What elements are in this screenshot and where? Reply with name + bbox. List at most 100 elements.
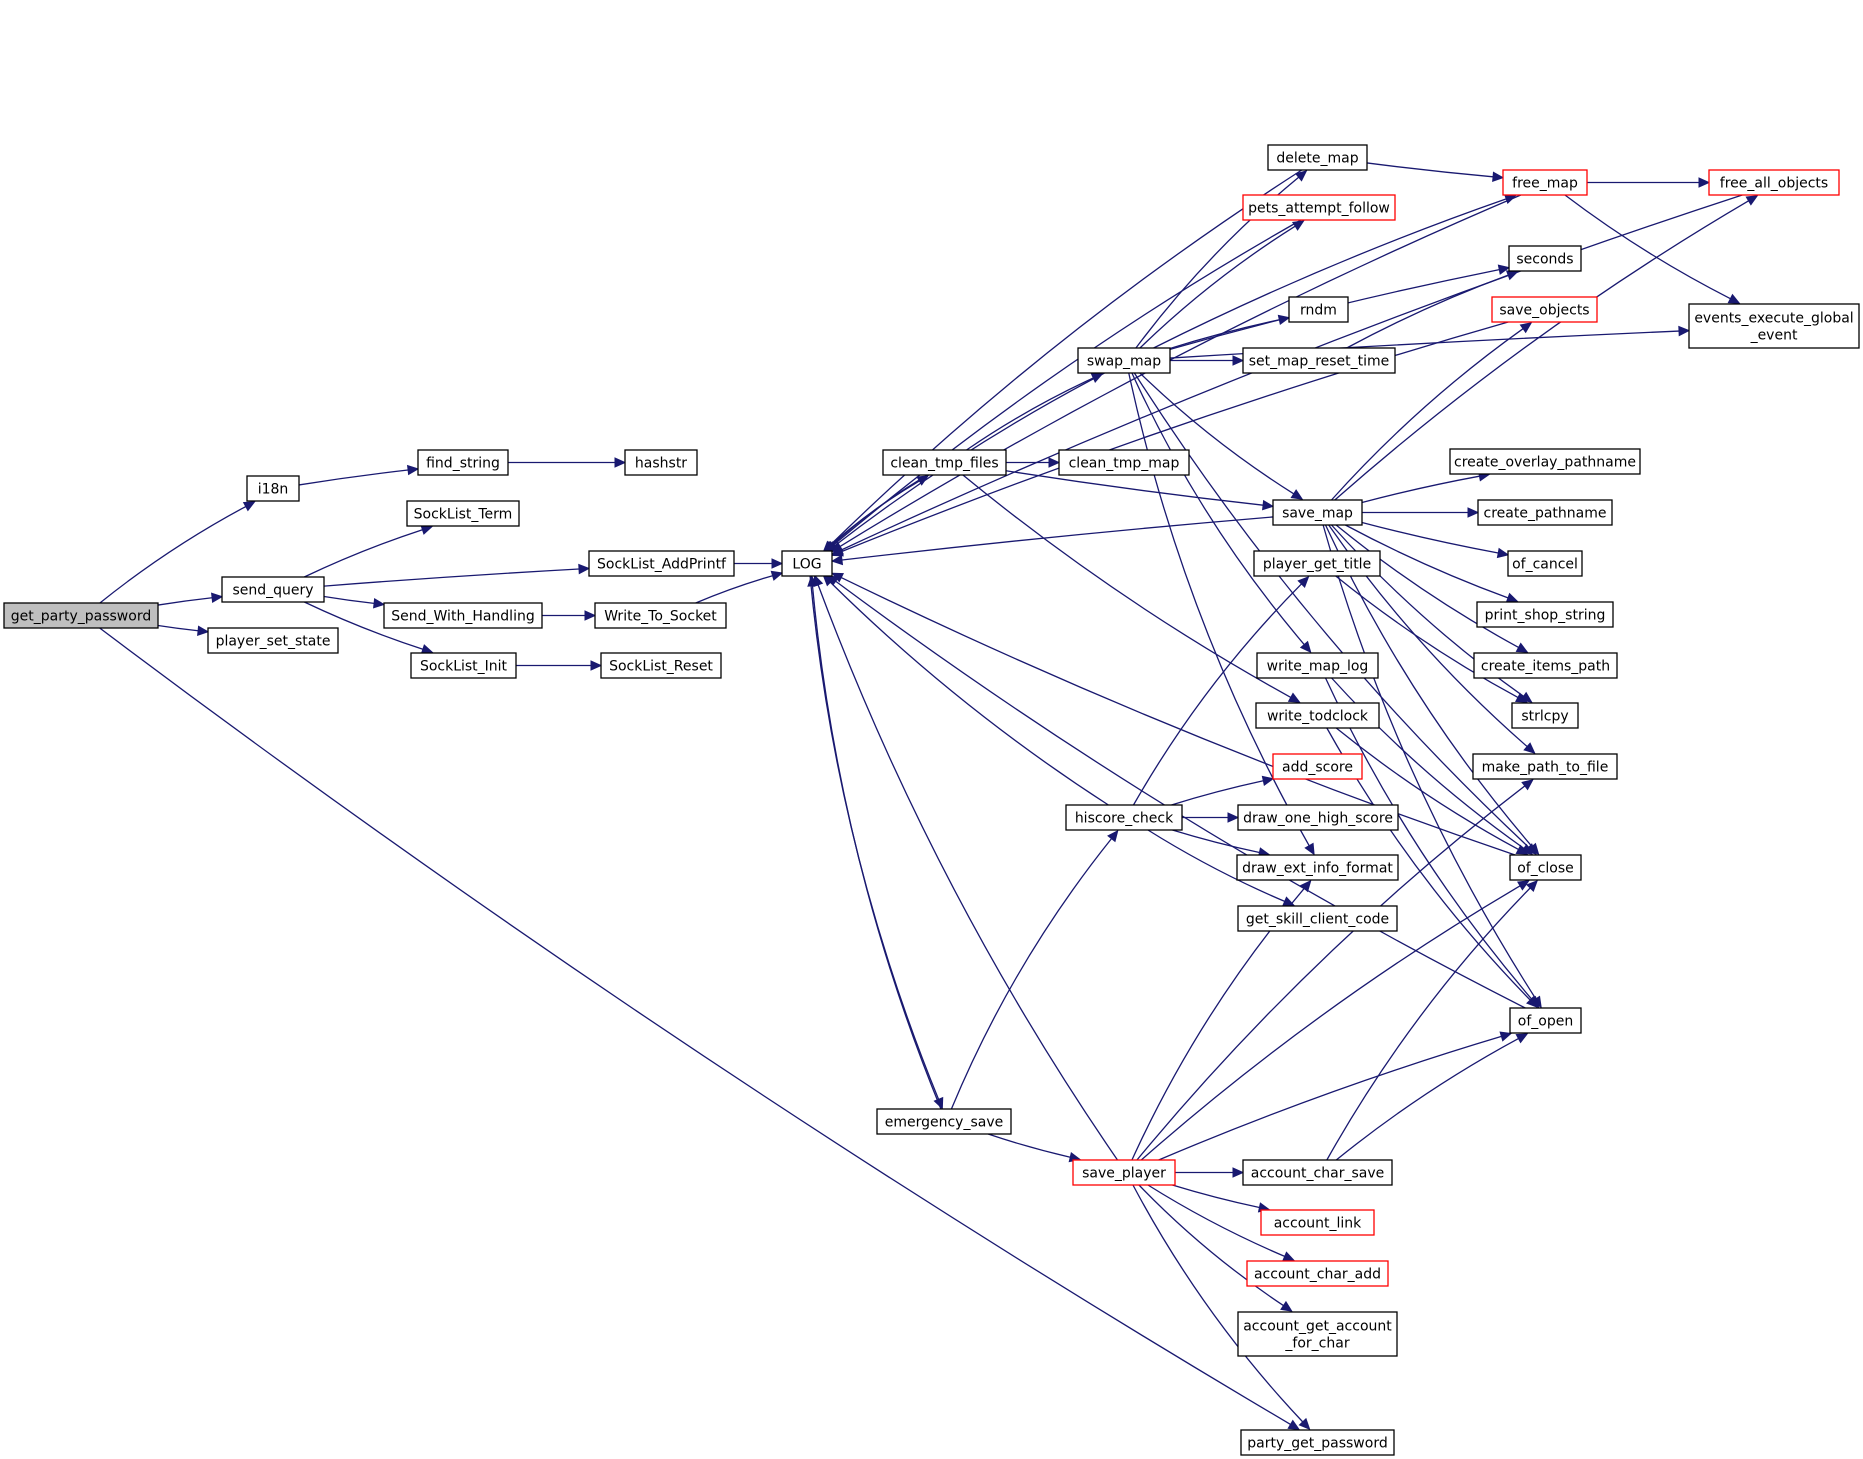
node-box[interactable] — [1502, 169, 1588, 196]
node-strlcpy[interactable]: strlcpy — [1511, 702, 1579, 729]
node-box[interactable] — [1688, 303, 1860, 349]
node-box[interactable] — [1509, 1007, 1582, 1034]
node-box[interactable] — [1508, 245, 1582, 272]
node-box[interactable] — [221, 576, 325, 603]
node-box[interactable] — [1077, 347, 1171, 374]
node-box[interactable] — [1236, 854, 1399, 881]
node-socklist-reset[interactable]: SockList_Reset — [600, 652, 722, 679]
node-create-items-path[interactable]: create_items_path — [1473, 652, 1618, 679]
node-box[interactable] — [406, 500, 520, 527]
node-draw-ext-info-format[interactable]: draw_ext_info_format — [1236, 854, 1399, 881]
node-box[interactable] — [1058, 449, 1190, 476]
node-box[interactable] — [3, 602, 159, 629]
node-box[interactable] — [1256, 652, 1379, 679]
node-box[interactable] — [1242, 347, 1396, 374]
node-box[interactable] — [383, 602, 543, 629]
node-account-link[interactable]: account_link — [1260, 1209, 1375, 1236]
node-box[interactable] — [876, 1108, 1012, 1135]
node-box[interactable] — [1288, 296, 1349, 323]
node-socklist-init[interactable]: SockList_Init — [410, 652, 517, 679]
node-box[interactable] — [594, 602, 727, 629]
node-box[interactable] — [1491, 296, 1598, 323]
node-box[interactable] — [1272, 499, 1363, 526]
node-make-path-to-file[interactable]: make_path_to_file — [1472, 753, 1618, 780]
node-account-get-account-for-char[interactable]: account_get_account_for_char — [1237, 1311, 1398, 1357]
node-box[interactable] — [1708, 169, 1840, 196]
node-clean-tmp-files[interactable]: clean_tmp_files — [882, 449, 1007, 476]
node-box[interactable] — [781, 550, 833, 577]
node-box[interactable] — [1237, 1311, 1398, 1357]
node-of-cancel[interactable]: of_cancel — [1507, 550, 1583, 577]
node-box[interactable] — [1242, 194, 1396, 221]
node-write-todclock[interactable]: write_todclock — [1255, 702, 1380, 729]
node-save-objects[interactable]: save_objects — [1491, 296, 1598, 323]
node-send-with-handling[interactable]: Send_With_Handling — [383, 602, 543, 629]
node-box[interactable] — [1511, 702, 1579, 729]
node-box[interactable] — [1473, 652, 1618, 679]
node-create-overlay-pathname[interactable]: create_overlay_pathname — [1449, 448, 1641, 475]
node-free-map[interactable]: free_map — [1502, 169, 1588, 196]
node-box[interactable] — [417, 449, 509, 476]
node-box[interactable] — [1255, 702, 1380, 729]
node-socklist-addprintf[interactable]: SockList_AddPrintf — [588, 550, 735, 577]
node-party-get-password[interactable]: party_get_password — [1240, 1429, 1395, 1456]
node-player-set-state[interactable]: player_set_state — [207, 627, 339, 654]
node-rndm[interactable]: rndm — [1288, 296, 1349, 323]
node-clean-tmp-map[interactable]: clean_tmp_map — [1058, 449, 1190, 476]
node-write-to-socket[interactable]: Write_To_Socket — [594, 602, 727, 629]
node-box[interactable] — [1260, 1209, 1375, 1236]
node-of-close[interactable]: of_close — [1509, 854, 1582, 881]
node-box[interactable] — [1072, 1159, 1176, 1186]
node-find-string[interactable]: find_string — [417, 449, 509, 476]
node-hashstr[interactable]: hashstr — [624, 449, 698, 476]
node-hiscore-check[interactable]: hiscore_check — [1065, 804, 1183, 831]
node-box[interactable] — [1237, 905, 1398, 932]
node-get-skill-client-code[interactable]: get_skill_client_code — [1237, 905, 1398, 932]
node-i18n[interactable]: i18n — [246, 475, 300, 502]
node-seconds[interactable]: seconds — [1508, 245, 1582, 272]
node-emergency-save[interactable]: emergency_save — [876, 1108, 1012, 1135]
node-socklist-term[interactable]: SockList_Term — [406, 500, 520, 527]
node-box[interactable] — [1240, 1429, 1395, 1456]
node-box[interactable] — [1065, 804, 1183, 831]
node-box[interactable] — [1237, 804, 1399, 831]
node-print-shop-string[interactable]: print_shop_string — [1476, 601, 1614, 628]
node-get-party-password[interactable]: get_party_password — [3, 602, 159, 629]
node-draw-one-high-score[interactable]: draw_one_high_score — [1237, 804, 1399, 831]
node-add-score[interactable]: add_score — [1272, 753, 1363, 780]
node-set-map-reset-time[interactable]: set_map_reset_time — [1242, 347, 1396, 374]
node-box[interactable] — [1509, 854, 1582, 881]
node-delete-map[interactable]: delete_map — [1267, 144, 1368, 171]
node-box[interactable] — [410, 652, 517, 679]
node-save-map[interactable]: save_map — [1272, 499, 1363, 526]
node-box[interactable] — [882, 449, 1007, 476]
node-box[interactable] — [1476, 601, 1614, 628]
node-save-player[interactable]: save_player — [1072, 1159, 1176, 1186]
node-create-pathname[interactable]: create_pathname — [1477, 499, 1613, 526]
node-box[interactable] — [207, 627, 339, 654]
node-box[interactable] — [600, 652, 722, 679]
node-box[interactable] — [1272, 753, 1363, 780]
node-log[interactable]: LOG — [781, 550, 833, 577]
node-box[interactable] — [1472, 753, 1618, 780]
node-send-query[interactable]: send_query — [221, 576, 325, 603]
node-swap-map[interactable]: swap_map — [1077, 347, 1171, 374]
node-box[interactable] — [1246, 1260, 1389, 1287]
node-write-map-log[interactable]: write_map_log — [1256, 652, 1379, 679]
node-box[interactable] — [1253, 550, 1381, 577]
node-box[interactable] — [1507, 550, 1583, 577]
node-free-all-objects[interactable]: free_all_objects — [1708, 169, 1840, 196]
node-box[interactable] — [1477, 499, 1613, 526]
node-pets-attempt-follow[interactable]: pets_attempt_follow — [1242, 194, 1396, 221]
node-box[interactable] — [246, 475, 300, 502]
node-box[interactable] — [624, 449, 698, 476]
node-of-open[interactable]: of_open — [1509, 1007, 1582, 1034]
node-box[interactable] — [1242, 1159, 1393, 1186]
node-box[interactable] — [588, 550, 735, 577]
node-events-execute-global-event[interactable]: events_execute_global_event — [1688, 303, 1860, 349]
node-box[interactable] — [1449, 448, 1641, 475]
node-account-char-save[interactable]: account_char_save — [1242, 1159, 1393, 1186]
node-player-get-title[interactable]: player_get_title — [1253, 550, 1381, 577]
node-box[interactable] — [1267, 144, 1368, 171]
node-account-char-add[interactable]: account_char_add — [1246, 1260, 1389, 1287]
